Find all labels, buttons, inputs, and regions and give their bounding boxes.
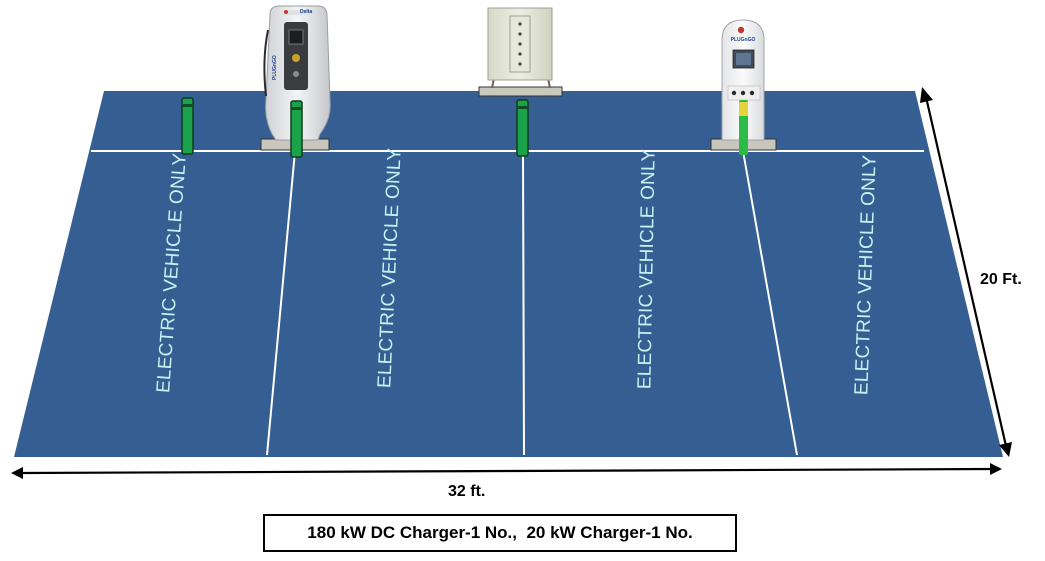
bollard (739, 100, 748, 155)
dc-charger-maker: Delta (300, 9, 312, 15)
dc-charger-brand: PLUGnGO (272, 55, 278, 80)
stall-divider-line (266, 150, 296, 456)
electrical-panel (478, 7, 563, 97)
bollard (290, 100, 303, 158)
width-dimension-label: 32 ft. (448, 483, 486, 500)
charger-caption: 180 kW DC Charger-1 No., 20 kW Charger-1… (263, 514, 737, 552)
bollard (181, 97, 194, 155)
parking-pavement (14, 91, 1003, 457)
bollard (516, 99, 529, 157)
stall-divider-line (522, 150, 525, 456)
stall-divider-line (742, 150, 798, 456)
width-dimension-arrow (11, 463, 1002, 479)
stall-label: ELECTRIC VEHICLE ONLY (634, 149, 659, 390)
depth-dimension-label: 20 Ft. (980, 271, 1022, 288)
ac-charger-brand: PLUGnGO (731, 37, 756, 43)
depth-dimension-arrow (920, 87, 1012, 457)
